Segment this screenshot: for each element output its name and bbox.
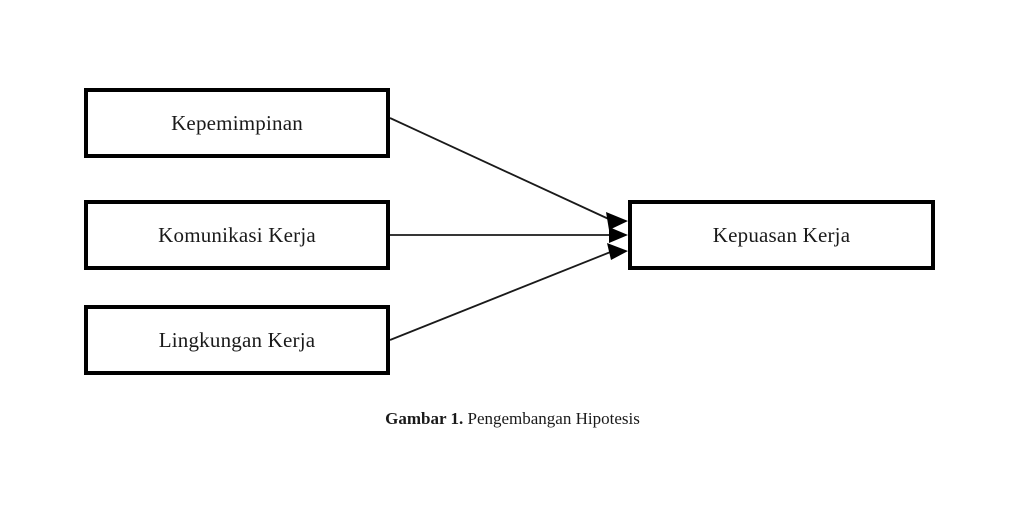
arrow-head-kepemimpinan [606, 212, 628, 230]
figure-caption: Gambar 1. Pengembangan Hipotesis [0, 409, 1025, 429]
node-lingkungan-kerja: Lingkungan Kerja [84, 305, 390, 375]
arrow-line-lingkungan-to-kepuasan [389, 250, 614, 341]
node-label-kepuasan-kerja: Kepuasan Kerja [712, 222, 851, 247]
arrow-head-lingkungan [607, 243, 628, 260]
node-komunikasi-kerja: Komunikasi Kerja [84, 200, 390, 270]
node-kepemimpinan: Kepemimpinan [84, 88, 390, 158]
arrow-head-komunikasi [609, 227, 628, 243]
node-label-komunikasi-kerja: Komunikasi Kerja [158, 222, 316, 247]
node-label-lingkungan-kerja: Lingkungan Kerja [158, 327, 316, 352]
arrow-line-kepemimpinan-to-kepuasan [389, 117, 614, 222]
figure-caption-text: Pengembangan Hipotesis [467, 409, 640, 428]
node-kepuasan-kerja: Kepuasan Kerja [628, 200, 935, 270]
figure-caption-label: Gambar 1. [385, 409, 464, 428]
node-label-kepemimpinan: Kepemimpinan [171, 110, 303, 135]
